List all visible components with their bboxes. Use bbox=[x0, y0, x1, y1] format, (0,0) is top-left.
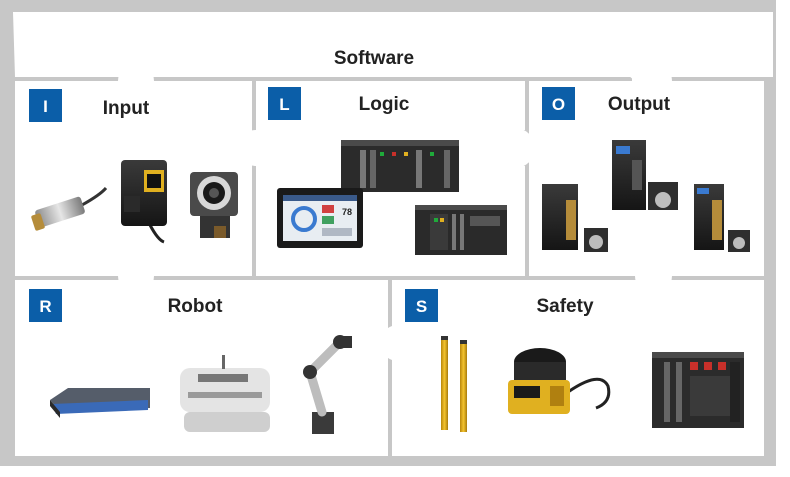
safety-badge-letter: S bbox=[416, 297, 427, 316]
collaborative-robot-arm-image bbox=[303, 335, 352, 434]
servo-drive-image bbox=[542, 140, 724, 250]
autonomous-mobile-robot-image bbox=[180, 355, 270, 432]
hmi-readout: 78 bbox=[342, 207, 352, 217]
proximity-sensor-image bbox=[31, 186, 108, 231]
software-label: Software bbox=[334, 48, 414, 69]
input-badge bbox=[29, 89, 62, 122]
servo-motor-image bbox=[584, 182, 750, 252]
logic-title: Logic bbox=[359, 94, 410, 115]
output-title: Output bbox=[608, 94, 671, 115]
safety-controller-image bbox=[652, 352, 744, 428]
safety-light-curtain-image bbox=[441, 336, 467, 432]
vision-camera-image bbox=[190, 172, 238, 238]
output-badge-letter: O bbox=[552, 95, 565, 114]
mobile-robot-platform-image bbox=[50, 388, 150, 418]
puzzle-tabs bbox=[115, 41, 675, 362]
input-title: Input bbox=[103, 98, 150, 119]
robot-badge-letter: R bbox=[39, 297, 51, 316]
software-piece bbox=[13, 12, 773, 77]
photoelectric-sensor-image bbox=[121, 160, 167, 244]
logic-badge bbox=[268, 87, 301, 120]
robot-title: Robot bbox=[168, 296, 224, 317]
safety-badge bbox=[405, 289, 438, 322]
plc-rack-image bbox=[341, 140, 459, 192]
safety-title: Safety bbox=[536, 296, 593, 317]
robot-badge bbox=[29, 289, 62, 322]
output-badge bbox=[542, 87, 575, 120]
machine-controller-image bbox=[415, 205, 507, 255]
logic-badge-letter: L bbox=[279, 95, 289, 114]
safety-laser-scanner-image bbox=[508, 348, 611, 414]
input-badge-letter: I bbox=[43, 97, 48, 116]
hmi-touch-panel-image: 78 bbox=[277, 188, 363, 248]
